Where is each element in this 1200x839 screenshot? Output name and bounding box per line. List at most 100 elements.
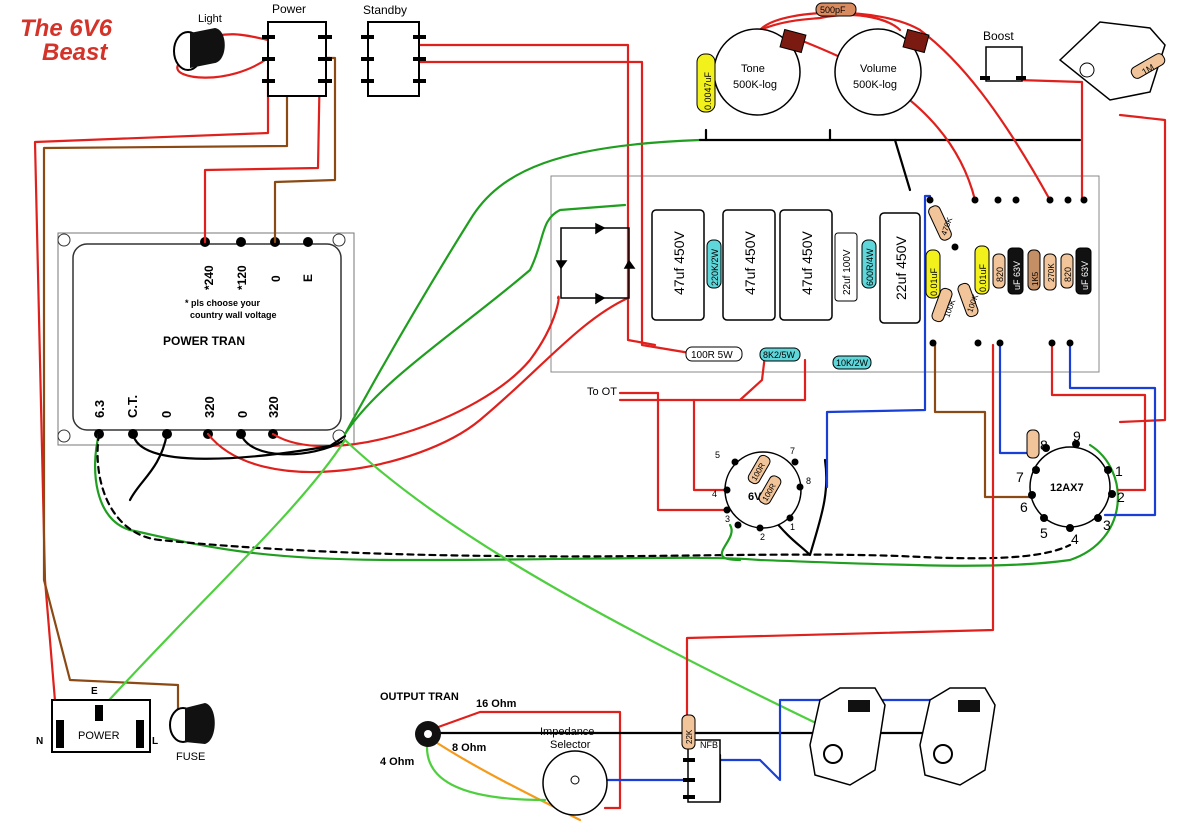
svg-text:2: 2 (760, 532, 765, 542)
svg-text:820: 820 (995, 267, 1005, 282)
impedance-selector[interactable]: Impedance Selector (540, 726, 608, 816)
tone-pot[interactable]: Tone 500K-log (713, 28, 807, 116)
svg-text:22uf 100V: 22uf 100V (842, 249, 853, 295)
mount-screw-icon (332, 233, 346, 247)
tap-240: *240 (202, 265, 216, 290)
ohm4-label: 4 Ohm (380, 756, 414, 768)
standby-switch-label: Standby (363, 3, 407, 17)
wall-voltage-note-1: * pls choose your (185, 298, 261, 308)
svg-text:7: 7 (1016, 469, 1024, 485)
svg-text:6: 6 (1020, 499, 1028, 515)
tap-320-b: 320 (266, 396, 281, 418)
cap-uf63-a: uF 63V (1007, 247, 1024, 295)
svg-text:1: 1 (790, 522, 795, 532)
tube-12ax7-label: 12AX7 (1050, 482, 1084, 494)
boost-label: Boost (983, 29, 1014, 43)
tap-ct: C.T. (125, 395, 140, 418)
svg-text:3: 3 (725, 514, 730, 524)
res-10k-2w: 10K/2W (832, 355, 872, 370)
cap-500pf: 500pF (815, 2, 857, 17)
svg-text:1K5: 1K5 (1031, 271, 1040, 286)
svg-text:5: 5 (1040, 525, 1048, 541)
res-100r-5w: 100R 5W (685, 346, 743, 362)
res-1k5-cathode (1026, 429, 1040, 459)
output-transformer: OUTPUT TRAN 16 Ohm 8 Ohm 4 Ohm (380, 691, 517, 768)
title-line1: The 6V6 (20, 15, 113, 42)
cap-0047: 0.0047uF (696, 53, 716, 113)
res-1k5: 1K5 (1027, 249, 1041, 291)
nfb-switch[interactable]: NFB 22K (681, 714, 721, 803)
svg-text:47uf 450V: 47uf 450V (671, 231, 687, 295)
cap-22uf-450v: 22uf 450V (879, 212, 921, 324)
tap-0-b: 0 (235, 411, 250, 418)
svg-text:8K2/5W: 8K2/5W (763, 350, 796, 360)
svg-text:100R 5W: 100R 5W (691, 350, 733, 361)
tube-6v6: 6V6 100R 100R 4 5 3 2 1 8 7 (712, 446, 811, 542)
nfb-label: NFB (700, 740, 718, 750)
wall-voltage-note-2: country wall voltage (190, 310, 277, 320)
speaker-jack-1[interactable] (809, 687, 886, 786)
tap-120: *120 (235, 265, 249, 290)
power-transformer: POWER TRAN * pls choose your country wal… (57, 232, 355, 446)
filter-caps: 47uf 450V 47uf 450V 47uf 450V 22uf 100V … (651, 209, 921, 370)
ohm8-label: 8 Ohm (452, 742, 486, 754)
tap-0-top: 0 (269, 275, 283, 282)
mount-screw-icon (57, 429, 71, 443)
res-270k: 270K (1043, 253, 1057, 291)
fuse-holder[interactable]: FUSE (169, 703, 215, 763)
tap-0-a: 0 (159, 411, 174, 418)
light-label: Light (198, 13, 222, 25)
svg-text:500pF: 500pF (820, 5, 846, 15)
svg-text:uF 63V: uF 63V (1012, 261, 1022, 290)
cap-uf63-b: uF 63V (1075, 247, 1092, 295)
cap-22uf-100v: 22uf 100V (834, 232, 858, 302)
tap-e: E (301, 274, 315, 282)
svg-text:0.01uF: 0.01uF (978, 263, 988, 292)
socket-n: N (36, 736, 43, 747)
res-220k-2w: 220K/2W (706, 239, 722, 289)
svg-text:3: 3 (1103, 517, 1111, 533)
svg-text:2: 2 (1117, 489, 1125, 505)
standby-switch[interactable]: Standby (361, 3, 426, 97)
svg-text:1: 1 (1115, 463, 1123, 479)
tap-6-3: 6.3 (92, 400, 107, 418)
cap-47uf-2: 47uf 450V (722, 209, 776, 321)
svg-text:220K/2W: 220K/2W (710, 248, 720, 286)
cap-47uf-1: 47uf 450V (651, 209, 705, 321)
rectifier-bridge (555, 222, 636, 305)
svg-text:22uf 450V: 22uf 450V (893, 236, 909, 300)
volume-pot[interactable]: Volume 500K-log (834, 28, 930, 116)
svg-text:4: 4 (1071, 531, 1079, 547)
res-100k-b: 100K (957, 282, 980, 318)
cap-001-b: 0.01uF (974, 245, 990, 295)
power-switch[interactable]: Power (262, 2, 332, 97)
socket-l: L (152, 736, 158, 747)
res-600r-4w: 600R/4W (861, 239, 877, 289)
res-820-a: 820 (992, 253, 1006, 289)
preamp-parts: 470K 0.01uF 100K 100K 0.01uF 820 uF 63V … (925, 196, 1092, 347)
pilot-light: Light (173, 13, 225, 71)
power-switch-label: Power (272, 2, 306, 16)
title-line2: Beast (42, 39, 108, 66)
title-block: The 6V6 Beast (20, 15, 113, 66)
socket-e: E (91, 686, 98, 697)
tone-label: Tone (741, 63, 765, 75)
svg-text:0.01uF: 0.01uF (929, 267, 939, 296)
selector-label: Selector (550, 739, 591, 751)
power-socket-label: POWER (78, 730, 120, 742)
output-tran-label: OUTPUT TRAN (380, 691, 459, 703)
cap-47uf-3: 47uf 450V (779, 209, 833, 321)
boost-switch[interactable]: Boost (980, 29, 1026, 82)
svg-text:22K: 22K (685, 729, 694, 744)
ohm16-label: 16 Ohm (476, 698, 517, 710)
input-jack[interactable]: 1M (1058, 21, 1167, 101)
res-820-b: 820 (1060, 253, 1074, 289)
to-ot-label: To OT (587, 386, 617, 398)
res-22k: 22K (681, 714, 696, 750)
power-socket[interactable]: POWER N E L (36, 686, 158, 753)
svg-text:0.0047uF: 0.0047uF (703, 71, 713, 110)
speaker-jack-2[interactable] (919, 687, 996, 786)
res-470k: 470K (928, 205, 954, 241)
res-8k2-5w: 8K2/5W (759, 347, 801, 362)
